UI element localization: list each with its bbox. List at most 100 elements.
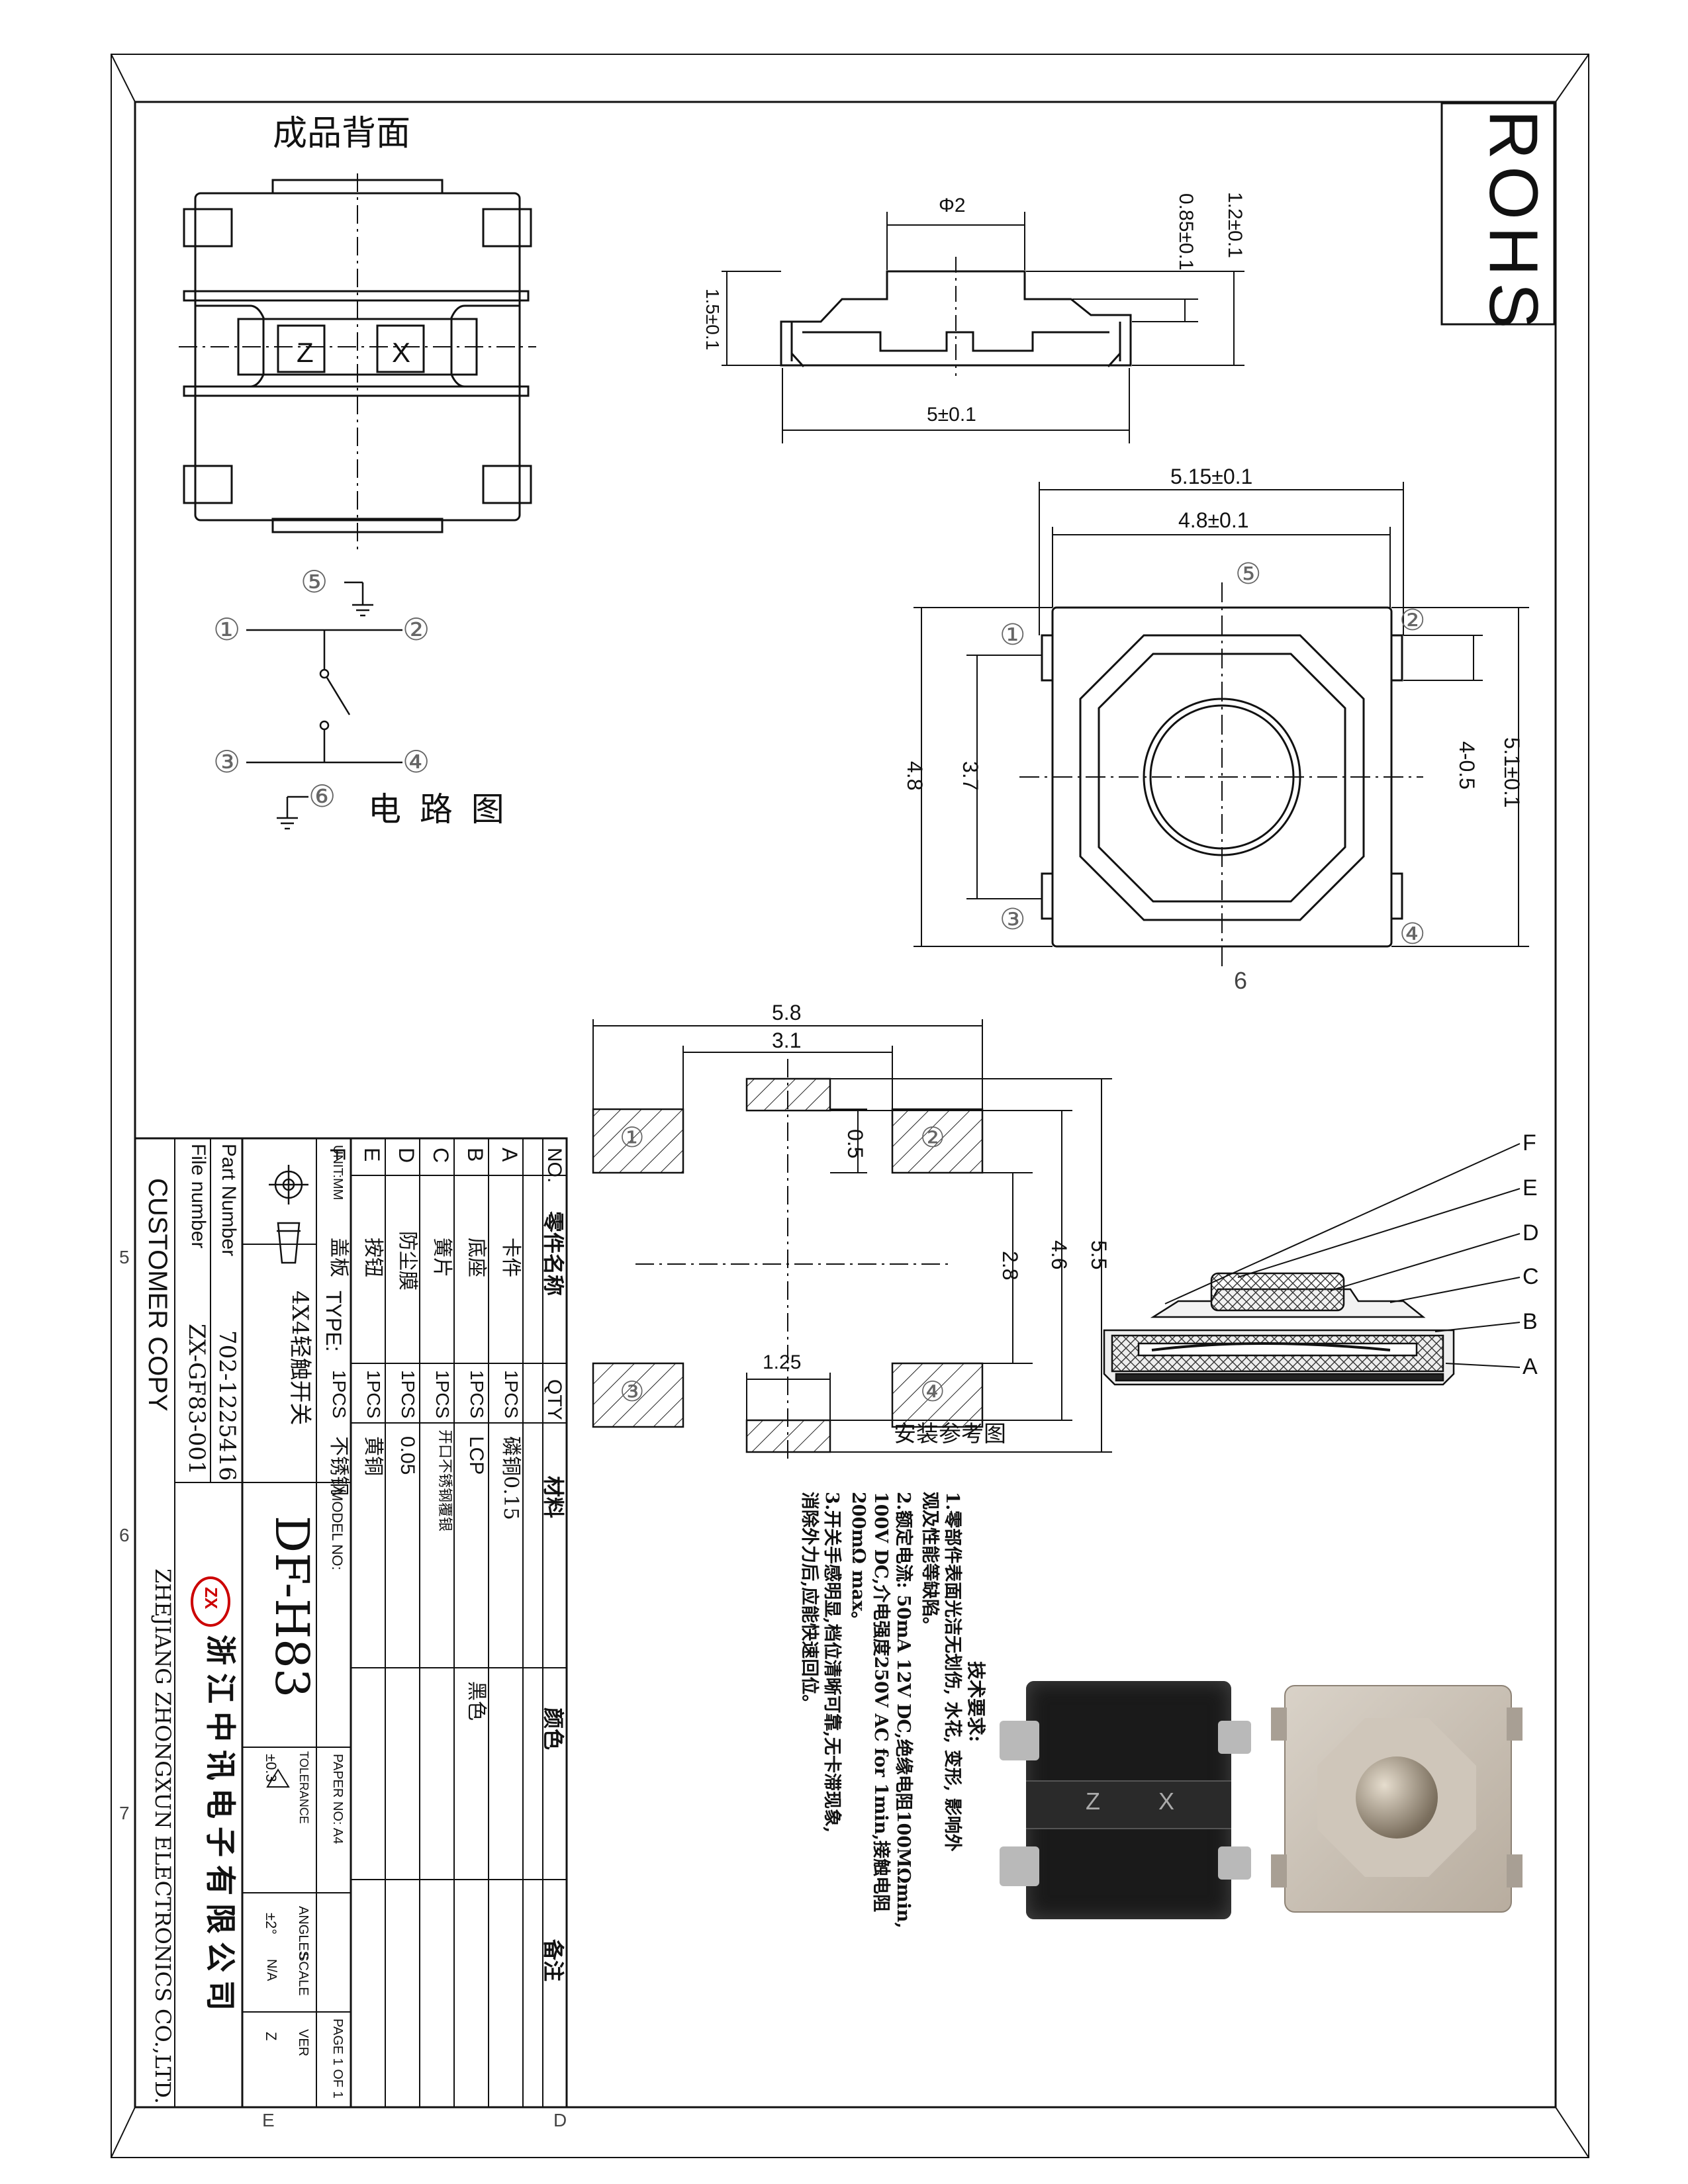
border-mark-d: D [553, 2110, 567, 2130]
tolerance-triangle-icon [266, 1768, 290, 1788]
bom-row-e-no: E [360, 1148, 384, 1162]
dim-5: 5±0.1 [927, 404, 976, 426]
bom-row-e-qty: 1PCS [363, 1370, 384, 1419]
dim-5-1: 5.1±0.1 [1500, 737, 1524, 808]
back-view-mark-z: Z [297, 337, 314, 368]
bom-row-d-material: 0.05 [397, 1436, 418, 1475]
dim-0-85: 0.85±0.1 [1175, 193, 1197, 271]
type-value: 4X4轻触开关 [287, 1291, 313, 1426]
bom-row-f-material: 不锈钢 [327, 1436, 350, 1496]
bom-row-b-name: 底座 [465, 1238, 488, 1277]
section-letter-a: A [1523, 1354, 1538, 1379]
bom-row-d-qty: 1PCS [398, 1370, 418, 1419]
page-info: PAGE 1 OF 1 [330, 2019, 345, 2099]
pad-1-label: ① [620, 1121, 645, 1154]
pin-2-label: ② [402, 612, 430, 647]
product-photo-front [1271, 1681, 1523, 1919]
dim-5-15: 5.15±0.1 [1170, 465, 1253, 488]
bom-row-b-color: 黑色 [465, 1681, 488, 1721]
pin-5-label: ⑤ [301, 564, 328, 600]
part-number-label: Part Number [218, 1144, 240, 1257]
top-pin-2-label: ② [1399, 604, 1426, 637]
circuit-title: 电 路 图 [368, 790, 508, 829]
dim-4-6: 4.6 [1047, 1240, 1071, 1270]
back-view-drawing [179, 173, 536, 549]
pin-6-label: ⑥ [308, 778, 336, 814]
angles-label: ANGLES [296, 1906, 310, 1960]
dim-1-5: 1.5±0.1 [702, 289, 723, 351]
dim-2-8: 2.8 [998, 1251, 1022, 1281]
bom-row-c-material: 开口不锈钢覆银 [436, 1430, 453, 1532]
model-label: MODEL NO: [329, 1489, 346, 1570]
photo-mark-z: Z [1086, 1788, 1100, 1815]
bom-row-d-name: 防尘膜 [396, 1231, 419, 1291]
install-reference-label: 安装参考图 [894, 1421, 1006, 1447]
ver-label: VER [296, 2029, 310, 2057]
dim-1-25: 1.25 [763, 1351, 802, 1373]
photo-mark-x: X [1158, 1788, 1175, 1815]
customer-copy: CUSTOMER COPY [143, 1178, 172, 1412]
tech-title: 技术要求: [965, 1661, 987, 1743]
top-pin-6-label: 6 [1234, 967, 1248, 994]
section-letter-c: C [1523, 1264, 1539, 1289]
circuit-diagram [246, 581, 402, 830]
logo-text: ZX [201, 1587, 221, 1610]
pin-1-label: ① [213, 612, 241, 647]
projection-symbol-icon [269, 1165, 308, 1264]
tech-line-7: 消除外力后,应能快速回位。 [799, 1492, 820, 1713]
dim-3-7: 3.7 [959, 761, 982, 791]
bom-header-qty: QTY [543, 1379, 565, 1420]
angles-value: ±2° [263, 1913, 279, 1935]
border-mark-5: 5 [119, 1247, 130, 1267]
company-name-cn: 浙江中讯电子有限公司 [203, 1635, 238, 2019]
bom-row-c-qty: 1PCS [432, 1370, 453, 1419]
bom-row-b-qty: 1PCS [467, 1370, 487, 1419]
top-pin-5-label: ⑤ [1235, 557, 1262, 591]
tech-line-2: 观及性能等缺陷。 [919, 1492, 940, 1635]
product-photo-back: Z X [1000, 1681, 1251, 1919]
top-pin-3-label: ③ [1000, 903, 1026, 936]
tech-line-6: 3.开关手感明显,档位清晰可靠,无卡滞现象, [821, 1492, 842, 1833]
dim-4-8-height: 4.8 [903, 761, 927, 791]
pin-3-label: ③ [213, 744, 241, 780]
type-label: TYPE: [322, 1291, 346, 1352]
company-logo-icon [191, 1576, 230, 1627]
unit-label: UNIT:MM [330, 1145, 345, 1201]
dim-3-1: 3.1 [772, 1028, 802, 1052]
bom-row-b-no: B [463, 1148, 487, 1162]
bom-header-material: 材料 [541, 1476, 566, 1519]
paper-no: PAPER NO: A4 [330, 1754, 345, 1844]
bom-row-e-material: 黄铜 [361, 1436, 385, 1476]
part-number-value: 702-1225416 [214, 1330, 240, 1481]
bom-row-a-no: A [498, 1148, 522, 1162]
section-view-drawing [1103, 1143, 1521, 1386]
bom-row-f-name: 盖板 [327, 1238, 350, 1277]
scale-value: N/A [264, 1959, 279, 1981]
model-value: DF-H83 [265, 1516, 319, 1698]
bom-row-f-qty: 1PCS [329, 1370, 350, 1419]
tolerance-label: TOLERANCE [297, 1751, 310, 1824]
side-view-drawing [722, 212, 1244, 443]
top-view-drawing [914, 482, 1529, 966]
dim-4-0-5: 4-0.5 [1455, 741, 1479, 790]
scale-label: SCALE [296, 1952, 310, 1996]
pad-3-label: ③ [620, 1375, 645, 1408]
dim-button-diameter: Φ2 [939, 195, 966, 216]
dim-5-8: 5.8 [772, 1001, 802, 1024]
tech-line-4: 100V DC,介电强度250V AC for 1min,接触电阻 [870, 1492, 891, 1912]
sheet-border [111, 54, 1589, 2158]
pad-layout-drawing [592, 1019, 1112, 1463]
tolerance-value: ±0.3 [263, 1754, 279, 1782]
file-number-value: ZX-GF83-001 [183, 1324, 210, 1475]
company-name-en: ZHEJIANG ZHONGXUN ELECTRONICS CO.,LTD. [150, 1569, 175, 2104]
bom-row-d-no: D [395, 1148, 418, 1163]
top-pin-1-label: ① [1000, 618, 1026, 652]
rohs-mark: ROHS [1475, 110, 1552, 336]
pad-2-label: ② [920, 1121, 945, 1154]
border-mark-6: 6 [119, 1525, 130, 1545]
bom-header-note: 备注 [541, 1939, 566, 1982]
dim-5-5: 5.5 [1087, 1240, 1111, 1270]
rohs-box [1440, 102, 1556, 326]
section-letter-b: B [1523, 1309, 1538, 1334]
